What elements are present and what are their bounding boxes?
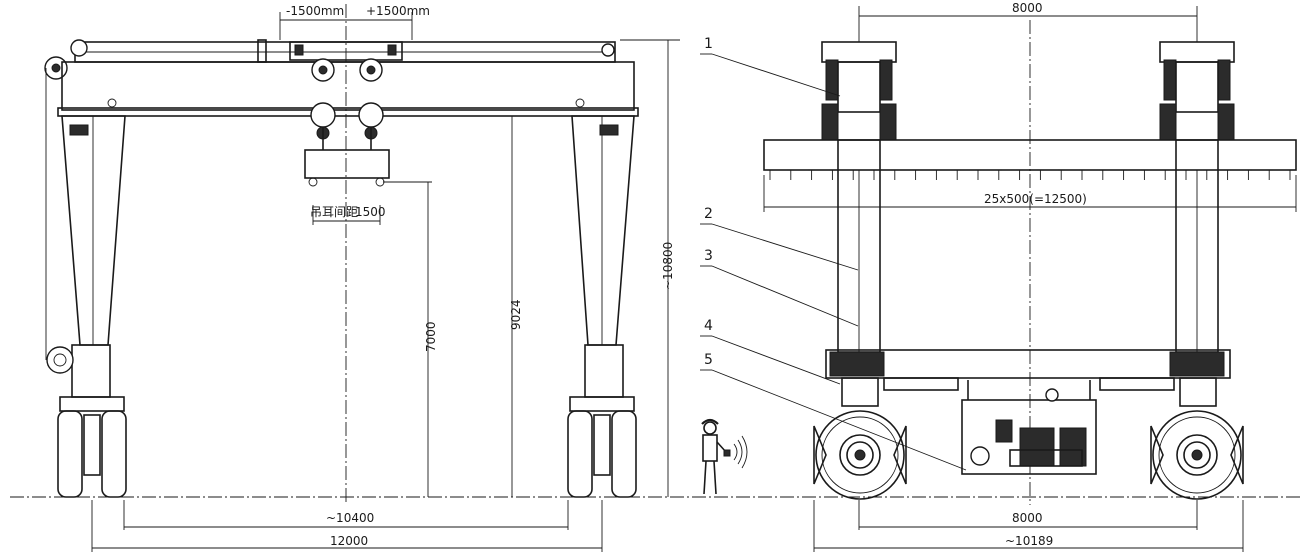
dim-top-span: 8000 <box>1012 1 1043 15</box>
part-label-1: 1 <box>704 36 713 52</box>
dim-overall-span: 12000 <box>330 534 368 548</box>
dim-trolley-left: -1500mm <box>286 4 344 18</box>
power-pack <box>961 399 1097 475</box>
operator-figure <box>701 418 748 495</box>
hoist-unit-right <box>1159 41 1235 141</box>
right-view <box>700 20 1297 505</box>
wheel-right <box>1150 410 1244 500</box>
lower-frame <box>825 349 1231 379</box>
beam-ticks <box>767 169 1293 180</box>
dim-lift-height: 9024 <box>509 299 523 330</box>
part-label-2: 2 <box>704 206 713 222</box>
dim-inner-span: ~10400 <box>326 511 374 525</box>
part-label-5: 5 <box>704 352 713 368</box>
hoist-unit-left <box>821 41 897 141</box>
dim-clear-height: 7000 <box>424 321 438 352</box>
right-leg <box>571 115 635 346</box>
right-dimensions: 8000 25x500(=12500) 8000 ~10189 <box>763 1 1297 552</box>
rope-sheave-right <box>601 43 615 57</box>
main-beam <box>763 139 1297 171</box>
dim-overall-height: ~10800 <box>661 242 675 290</box>
dim-wheel-base: 8000 <box>1012 511 1043 525</box>
dim-lug-label: 吊耳间距 <box>310 205 358 219</box>
part-label-4: 4 <box>704 318 713 334</box>
dim-overall-length: ~10189 <box>1005 534 1053 548</box>
trolley <box>289 41 403 61</box>
dim-lug-value: 1500 <box>355 205 386 219</box>
part-label-3: 3 <box>704 248 713 264</box>
spreader-beam <box>304 149 390 179</box>
dim-trolley-right: +1500mm <box>366 4 430 18</box>
left-leg <box>61 115 126 346</box>
left-dimensions: -1500mm +1500mm 吊耳间距 1500 7000 9024 ~108… <box>91 4 680 552</box>
part-labels: 1 2 3 4 5 <box>704 36 713 368</box>
rope-sheave-left <box>70 39 88 57</box>
dim-beam-grid: 25x500(=12500) <box>984 192 1087 206</box>
left-view <box>44 4 639 505</box>
wheel-left <box>813 410 907 500</box>
